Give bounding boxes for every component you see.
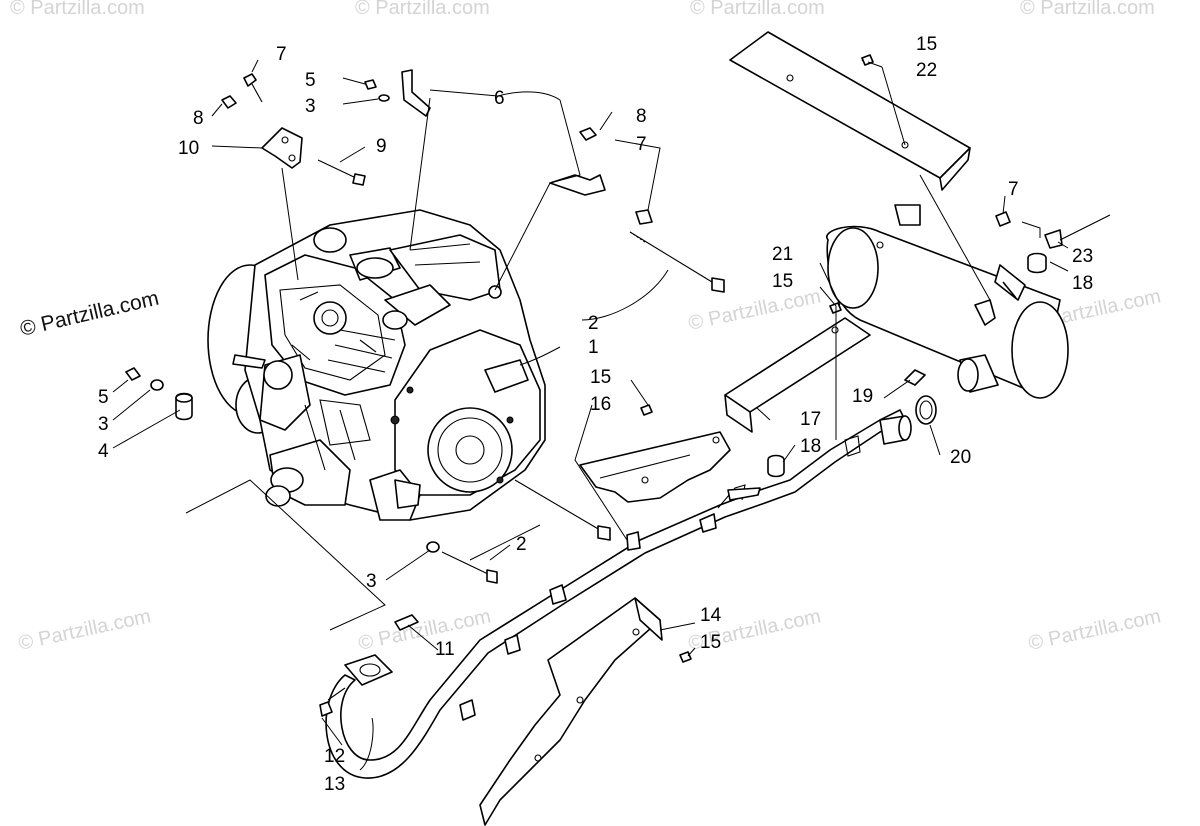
heat-shield-14 [479,597,663,826]
callout-15: 15 [916,34,937,55]
callout-15: 15 [772,271,793,292]
callout-15: 15 [700,632,721,653]
watermark: © Partzilla.com [356,605,492,655]
callout-13: 13 [324,774,345,795]
callout-1: 1 [588,337,599,358]
watermark: © Partzilla.com [1020,0,1155,19]
callout-4: 4 [98,441,109,462]
callout-3: 3 [366,571,377,592]
callout-22: 22 [916,60,937,81]
callout-11: 11 [435,639,455,660]
callout-20: 20 [950,447,971,468]
muffler-assembly [826,204,1111,399]
watermark: © Partzilla.com [16,605,152,655]
callout-17: 17 [800,409,821,430]
lower-bolt-hardware [426,479,611,584]
callout-2: 2 [588,313,599,334]
watermark: © Partzilla.com [1026,605,1162,655]
callout-14: 14 [700,605,722,626]
callout-16: 16 [590,394,611,415]
callout-10: 10 [178,138,199,159]
callout-9: 9 [376,136,387,157]
callout-12: 12 [324,746,345,767]
watermark: © Partzilla.com [686,285,822,335]
upper-heat-shield [729,31,971,191]
callout-5: 5 [305,70,316,91]
watermark: © Partzilla.com [690,0,825,19]
callout-18: 18 [800,436,821,457]
callout-8: 8 [636,106,647,127]
mid-heat-shield [724,317,871,433]
callout-23: 23 [1072,246,1093,267]
callout-5: 5 [98,387,109,408]
callout-8: 8 [193,108,204,129]
watermark: © Partzilla.com [10,0,145,19]
callout-7: 7 [636,134,647,155]
callout-7: 7 [1008,179,1019,200]
left-mount-hardware [125,367,193,421]
watermark-main: © Partzilla.com [18,287,161,341]
top-mount-hardware [221,69,725,293]
callout-labels: 7 5 3 8 10 9 6 8 7 2 1 5 3 4 15 16 2 3 1… [98,34,1093,795]
callout-7: 7 [276,44,287,65]
engine-assembly [207,209,546,521]
heat-shield-16 [579,431,731,503]
callout-18: 18 [1072,273,1093,294]
callout-6: 6 [494,88,505,109]
callout-3: 3 [98,414,109,435]
callout-19: 19 [852,386,873,407]
callout-3: 3 [305,96,316,117]
callout-21: 21 [772,244,793,265]
watermark: © Partzilla.com [355,0,490,19]
leader-lines [112,59,1069,771]
callout-2: 2 [516,534,527,555]
callout-15: 15 [590,367,611,388]
exhaust-pipe [319,409,912,779]
